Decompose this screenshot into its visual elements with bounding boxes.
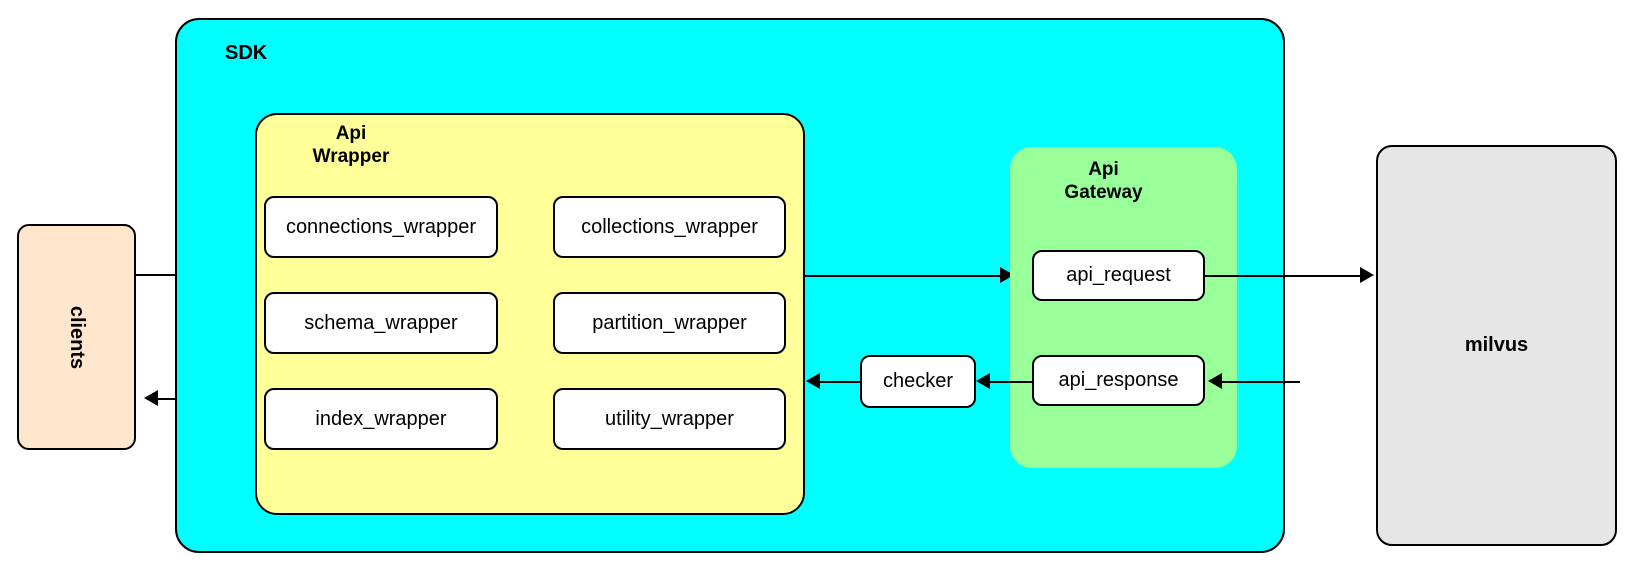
connector-checker-to-wrapper [820, 381, 860, 383]
clients-node[interactable]: clients [17, 224, 136, 450]
checker-node[interactable]: checker [860, 355, 976, 408]
api-gateway-container[interactable]: Api Gateway [1010, 147, 1237, 468]
module-utility-wrapper[interactable]: utility_wrapper [553, 388, 786, 450]
arrowhead-api-response-to-checker [976, 373, 990, 389]
clients-label: clients [65, 305, 88, 369]
module-collections-wrapper[interactable]: collections_wrapper [553, 196, 786, 258]
module-index-wrapper[interactable]: index_wrapper [264, 388, 498, 450]
api-gateway-label: Api Gateway [1064, 159, 1143, 203]
module-schema-wrapper[interactable]: schema_wrapper [264, 292, 498, 354]
arrowhead-milvus-to-api-response [1208, 373, 1222, 389]
connector-api-request-to-milvus [1205, 275, 1361, 277]
arrowhead-checker-to-wrapper [806, 373, 820, 389]
module-partition-wrapper[interactable]: partition_wrapper [553, 292, 786, 354]
arrowhead-sdk-to-clients [144, 390, 158, 406]
module-api-request[interactable]: api_request [1032, 250, 1205, 301]
milvus-node[interactable]: milvus [1376, 145, 1617, 546]
api-wrapper-label: Api Wrapper [312, 123, 390, 167]
connector-wrapper-to-api-request [805, 275, 1017, 277]
module-api-response[interactable]: api_response [1032, 355, 1205, 406]
connector-api-response-to-checker [990, 381, 1034, 383]
arrowhead-api-request-to-milvus [1360, 267, 1374, 283]
sdk-label: SDK [225, 42, 268, 64]
module-connections-wrapper[interactable]: connections_wrapper [264, 196, 498, 258]
connector-milvus-to-api-response [1222, 381, 1300, 383]
